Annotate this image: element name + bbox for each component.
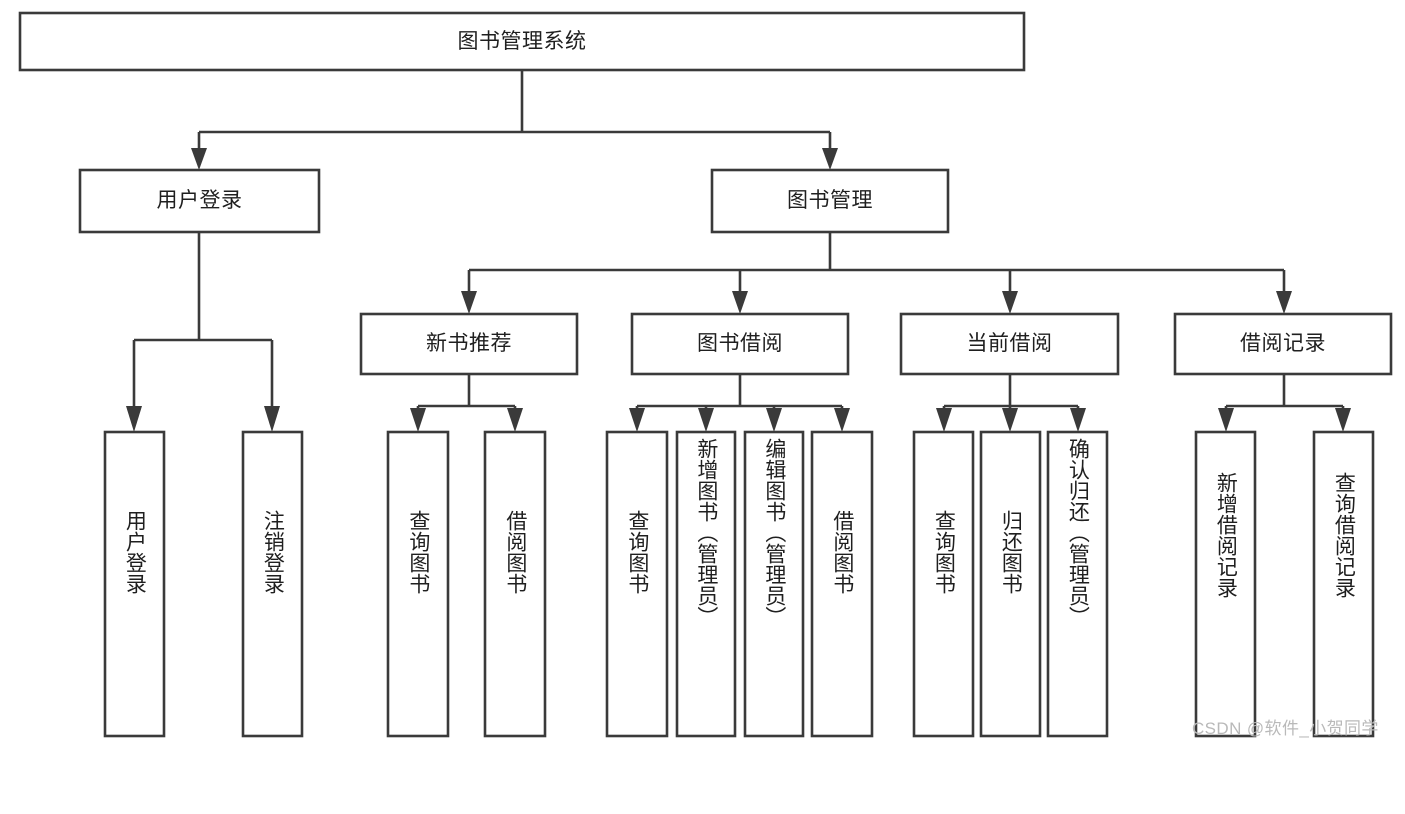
arrow-new-book-leaf-2	[507, 408, 523, 432]
arrow-borrow-record-leaf-2	[1335, 408, 1351, 432]
arrow-current-borrow-leaf-2	[1002, 408, 1018, 432]
node-box-leaf-query-book-2[interactable]	[605, 430, 669, 738]
node-box-leaf-edit-book[interactable]	[743, 430, 805, 738]
arrow-bm-to-borrow-record	[1276, 291, 1292, 314]
diagram-canvas: 图书管理系统 用户登录 图书管理 新书推荐 图书借阅 当前借阅 借阅记录 用户登…	[18, 11, 1393, 738]
arrow-bm-to-current-borrow	[1002, 291, 1018, 314]
arrow-book-borrow-leaf-4	[834, 408, 850, 432]
node-box-current-borrow[interactable]	[899, 312, 1120, 376]
node-box-leaf-user-login[interactable]	[103, 430, 166, 738]
arrow-root-to-user-login	[191, 148, 207, 170]
arrow-user-login-leaf-2	[264, 406, 280, 432]
node-box-leaf-confirm-return[interactable]	[1046, 430, 1109, 738]
arrow-root-to-book-management	[822, 148, 838, 170]
arrow-book-borrow-leaf-3	[766, 408, 782, 432]
arrow-current-borrow-leaf-1	[936, 408, 952, 432]
arrow-book-borrow-leaf-1	[629, 408, 645, 432]
arrow-book-borrow-leaf-2	[698, 408, 714, 432]
node-box-book-borrow[interactable]	[630, 312, 850, 376]
arrow-borrow-record-leaf-1	[1218, 408, 1234, 432]
node-box-book-management[interactable]	[710, 168, 950, 234]
node-box-leaf-query-record[interactable]	[1312, 430, 1375, 738]
arrow-bm-to-new-book-recommend	[461, 291, 477, 314]
node-box-leaf-query-book-3[interactable]	[912, 430, 975, 738]
tree-connector-layer	[18, 11, 1393, 738]
arrow-user-login-leaf-1	[126, 406, 142, 432]
arrow-new-book-leaf-1	[410, 408, 426, 432]
node-box-user-login[interactable]	[78, 168, 321, 234]
node-box-leaf-query-book-1[interactable]	[386, 430, 450, 738]
node-box-leaf-borrow-book-1[interactable]	[483, 430, 547, 738]
arrow-current-borrow-leaf-3	[1070, 408, 1086, 432]
node-box-new-book-recommend[interactable]	[359, 312, 579, 376]
node-box-leaf-logout-login[interactable]	[241, 430, 304, 738]
node-box-leaf-add-record[interactable]	[1194, 430, 1257, 738]
node-box-leaf-return-book[interactable]	[979, 430, 1042, 738]
node-box-borrow-record[interactable]	[1173, 312, 1393, 376]
node-box-leaf-borrow-book-2[interactable]	[810, 430, 874, 738]
arrow-bm-to-book-borrow	[732, 291, 748, 314]
node-box-leaf-add-book[interactable]	[675, 430, 737, 738]
node-box-root-system[interactable]	[18, 11, 1026, 72]
